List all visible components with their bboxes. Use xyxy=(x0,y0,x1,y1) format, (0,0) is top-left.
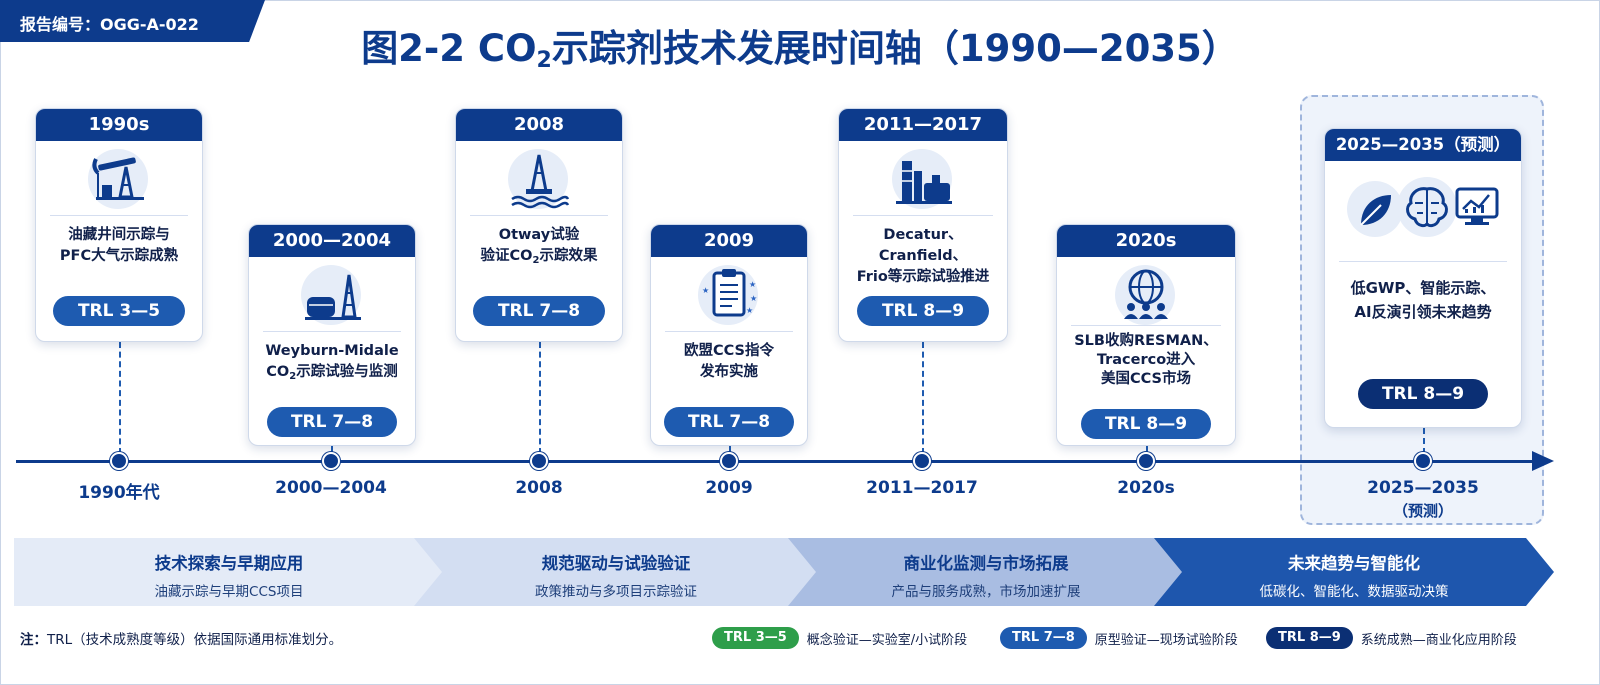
axis-label: 2000—2004 xyxy=(275,478,387,498)
report-id-tag: 报告编号：OGG-A-022 xyxy=(0,0,265,42)
card-header: 2008 xyxy=(456,109,622,141)
card-header: 2000—2004 xyxy=(249,225,415,257)
timeline-axis xyxy=(16,460,1536,463)
card-description: SLB收购RESMAN、 Tracerco进入 美国CCS市场 xyxy=(1074,333,1218,387)
axis-label: 2020s xyxy=(1117,478,1175,498)
card-header: 1990s xyxy=(36,109,202,141)
milestone-card-2020s: 2020s SLB收购RESMAN、 Tracerco进入 美国CCS市场 TR… xyxy=(1056,224,1236,446)
axis-label: 2008 xyxy=(515,478,563,498)
axis-label-forecast: （预测） xyxy=(1392,502,1453,520)
refinery-icon xyxy=(888,147,958,209)
phase-banner-2: 规范驱动与试验验证 政策推动与多项目示踪验证 xyxy=(414,538,818,606)
connector-2008 xyxy=(539,342,541,454)
timeline-dot xyxy=(1414,452,1432,470)
card-header: 2025—2035（预测） xyxy=(1325,129,1521,161)
timeline-dot xyxy=(110,452,128,470)
trl-badge: TRL 7—8 xyxy=(664,407,794,437)
phase-banner-3: 商业化监测与市场拓展 产品与服务成熟，市场加速扩展 xyxy=(788,538,1184,606)
leaf-icon xyxy=(1347,181,1403,237)
legend-item-trl-7-8: TRL 7—8 原型验证—现场试验阶段 xyxy=(1000,626,1238,650)
card-separator xyxy=(263,331,401,332)
timeline-dot xyxy=(322,452,340,470)
offshore-rig-icon xyxy=(504,147,574,209)
axis-label: 2009 xyxy=(705,478,753,498)
milestone-card-2011-2017: 2011—2017 Decatur、Cranfield、 Frio等示踪试验推进… xyxy=(838,108,1008,342)
connector-2020s xyxy=(1146,446,1148,454)
global-team-icon xyxy=(1111,263,1181,325)
card-separator xyxy=(665,331,793,332)
legend-text: 概念验证—实验室/小试阶段 xyxy=(806,632,968,648)
legend-pill: TRL 8—9 xyxy=(1266,627,1353,649)
svg-text:★: ★ xyxy=(750,294,757,303)
analytics-monitor-icon xyxy=(1453,183,1501,231)
oil-pump-icon xyxy=(84,147,154,209)
legend-item-trl-8-9: TRL 8—9 系统成熟—商业化应用阶段 xyxy=(1266,626,1517,650)
timeline-dot xyxy=(720,452,738,470)
legend-pill: TRL 7—8 xyxy=(1000,627,1087,649)
axis-label: 2011—2017 xyxy=(866,478,978,498)
trl-badge: TRL 3—5 xyxy=(53,296,185,326)
card-description: 欧盟CCS指令 发布实施 xyxy=(684,343,774,380)
card-description: 低GWP、智能示踪、 AI反演引领未来趋势 xyxy=(1350,279,1496,321)
ai-brain-icon xyxy=(1397,177,1457,237)
connector-2025-2035 xyxy=(1423,428,1425,454)
trl-badge: TRL 7—8 xyxy=(473,296,605,326)
card-description: Otway试验 验证CO2示踪效果 xyxy=(480,227,598,266)
page-title: 图2-2 CO2示踪剂技术发展时间轴（1990—2035） xyxy=(361,27,1239,73)
footnote: 注：TRL（技术成熟度等级）依据国际通用标准划分。 xyxy=(20,632,343,648)
card-separator xyxy=(853,215,993,216)
phase-banner-4: 未来趋势与智能化 低碳化、智能化、数据驱动决策 xyxy=(1154,538,1554,606)
timeline-dot xyxy=(1137,452,1155,470)
trl-badge: TRL 7—8 xyxy=(267,407,397,437)
timeline-dot xyxy=(530,452,548,470)
card-description: Weyburn-Midale CO2示踪试验与监测 xyxy=(265,343,399,382)
connector-2009 xyxy=(729,446,731,454)
oil-storage-icon xyxy=(297,263,367,325)
milestone-card-2009: 2009 ★ ★ ★ ★ 欧盟CCS指令 发布实施 TRL 7—8 xyxy=(650,224,808,446)
trl-badge: TRL 8—9 xyxy=(857,296,989,326)
card-separator xyxy=(1071,325,1221,326)
card-separator xyxy=(50,215,188,216)
svg-text:★: ★ xyxy=(702,286,709,295)
legend-text: 系统成熟—商业化应用阶段 xyxy=(1360,632,1517,648)
card-description: Decatur、Cranfield、 Frio等示踪试验推进 xyxy=(856,227,990,285)
connector-1990s xyxy=(119,342,121,454)
milestone-card-1990s: 1990s 油藏井间示踪与 PFC大气示踪成熟 TRL 3—5 xyxy=(35,108,203,342)
card-separator xyxy=(1339,261,1507,262)
timeline-dot xyxy=(913,452,931,470)
milestone-card-2008: 2008 Otway试验 验证CO2示踪效果 TRL 7—8 xyxy=(455,108,623,342)
milestone-card-2025-2035: 2025—2035（预测） 低GWP、智能示踪、 AI反演引领未来趋势 TRL … xyxy=(1324,128,1522,428)
card-separator xyxy=(470,215,608,216)
card-header: 2011—2017 xyxy=(839,109,1007,141)
trl-badge: TRL 8—9 xyxy=(1081,409,1211,439)
axis-label: 2025—2035 xyxy=(1367,478,1479,498)
milestone-card-2000-2004: 2000—2004 Weyburn-Midale CO2示踪试验与监测 TRL … xyxy=(248,224,416,446)
legend-item-trl-3-5: TRL 3—5 概念验证—实验室/小试阶段 xyxy=(712,626,967,650)
svg-text:★: ★ xyxy=(749,280,756,289)
card-description: 油藏井间示踪与 PFC大气示踪成熟 xyxy=(59,227,179,264)
connector-2011-2017 xyxy=(922,342,924,454)
timeline-arrow-icon xyxy=(1532,451,1554,471)
connector-2000-2004 xyxy=(331,446,333,454)
svg-text:★: ★ xyxy=(746,306,753,315)
legend-text: 原型验证—现场试验阶段 xyxy=(1094,632,1238,648)
axis-label: 1990年代 xyxy=(78,483,160,503)
card-header: 2020s xyxy=(1057,225,1235,257)
eu-clipboard-icon: ★ ★ ★ ★ xyxy=(694,263,764,325)
legend-pill: TRL 3—5 xyxy=(712,627,799,649)
phase-banner-1: 技术探索与早期应用 油藏示踪与早期CCS项目 xyxy=(14,538,444,606)
card-header: 2009 xyxy=(651,225,807,257)
trl-badge: TRL 8—9 xyxy=(1358,379,1488,409)
